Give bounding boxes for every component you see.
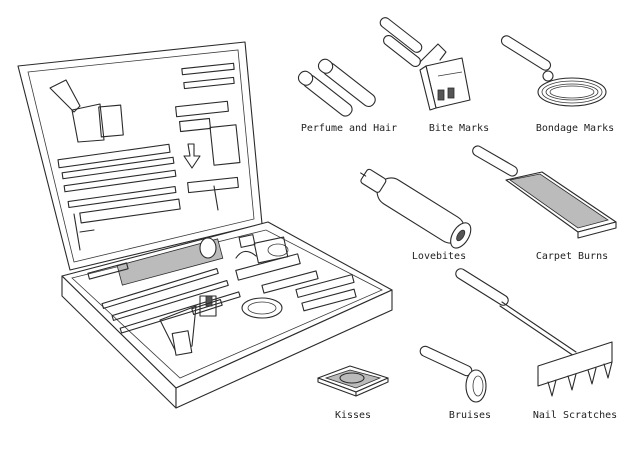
label-lovebites: Lovebites [411,251,467,262]
label-nail-scratches: Nail Scratches [532,410,618,421]
label-perfume-and-hair: Perfume and Hair [300,123,398,134]
kisses-tool [317,365,389,397]
label-kisses: Kisses [334,410,372,421]
label-bite-marks: Bite Marks [428,123,490,134]
carpet-burns-tool [472,145,617,239]
label-bondage-marks: Bondage Marks [535,123,615,134]
lovebites-tool [360,168,472,249]
label-carpet-burns: Carpet Burns [535,251,609,262]
kit-case [17,41,393,409]
bite-marks-tool [379,17,471,111]
label-bruises: Bruises [448,410,492,421]
perfume-and-hair-tool [297,58,376,117]
bruises-tool [419,345,487,403]
nail-scratches-tool [455,268,613,397]
bondage-marks-tool [500,35,607,107]
